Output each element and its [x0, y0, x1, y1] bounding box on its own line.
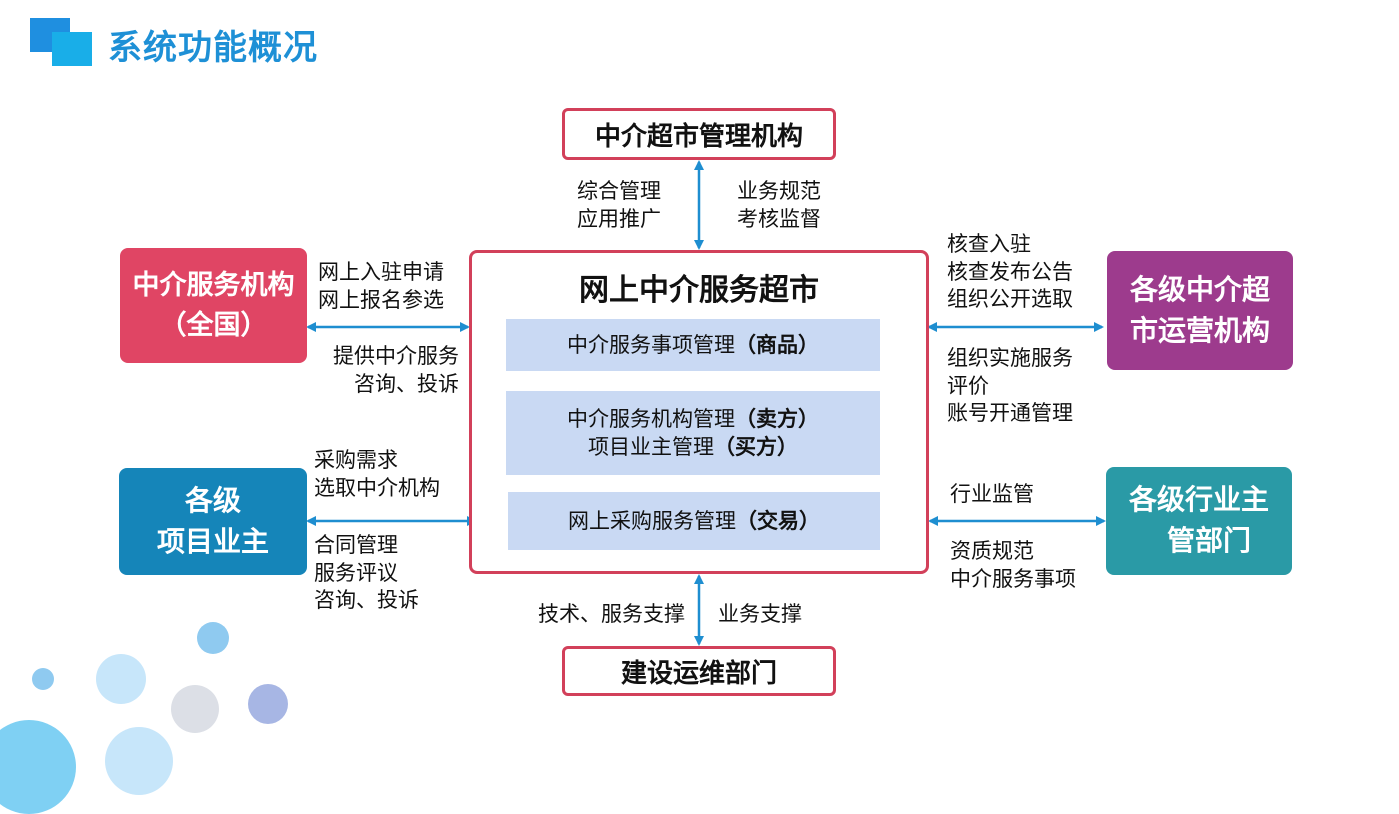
label-operator-lower: 组织实施服务 评价 账号开通管理	[947, 346, 1073, 426]
center-item-line: 项目业主管理（买方）	[588, 435, 798, 459]
top-box-management-agency: 中介超市管理机构	[562, 108, 836, 160]
right-box-industry-regulator: 各级行业主 管部门	[1106, 467, 1292, 575]
label-regulator-lower: 资质规范 中介服务事项	[950, 539, 1076, 591]
top-box-label: 中介超市管理机构	[594, 121, 803, 152]
center-item-trade: 网上采购服务管理（交易）	[508, 492, 880, 550]
center-item-line: 中介服务机构管理（卖方）	[567, 406, 819, 431]
center-title: 网上中介服务超市	[579, 273, 819, 308]
decor-circle	[248, 684, 288, 724]
label-owner-lower: 合同管理 服务评议 咨询、投诉	[314, 533, 419, 613]
center-item-seller-buyer: 中介服务机构管理（卖方） 项目业主管理（买方）	[506, 391, 880, 475]
label-bottom-left: 技术、服务支撑	[538, 602, 685, 626]
right-box-market-operator: 各级中介超 市运营机构	[1107, 251, 1293, 370]
decor-circle	[105, 727, 173, 795]
label-regulator-upper: 行业监管	[950, 482, 1034, 506]
label-owner-upper: 采购需求 选取中介机构	[314, 448, 440, 500]
bottom-box-operations-dept: 建设运维部门	[562, 646, 836, 696]
center-box-online-market: 网上中介服务超市 中介服务事项管理（商品） 中介服务机构管理（卖方） 项目业主管…	[469, 250, 929, 574]
label-top-left: 综合管理 应用推广	[577, 179, 661, 231]
label-top-right: 业务规范 考核监督	[737, 179, 821, 231]
decor-circle	[171, 685, 219, 733]
label-bottom-right: 业务支撑	[718, 602, 802, 626]
page-title: 系统功能概况	[108, 28, 318, 68]
logo-square-front	[52, 32, 92, 66]
label-operator-upper: 核查入驻 核查发布公告 组织公开选取	[947, 232, 1073, 312]
decor-circle	[0, 720, 76, 814]
label-agency-upper: 网上入驻申请 网上报名参选	[318, 260, 444, 312]
left-box-service-agency: 中介服务机构 （全国）	[120, 248, 307, 363]
bottom-box-label: 建设运维部门	[620, 658, 777, 689]
center-item-line: 中介服务事项管理（商品）	[567, 332, 819, 357]
decor-circle	[96, 654, 146, 704]
center-item-goods: 中介服务事项管理（商品）	[506, 319, 880, 371]
center-item-line: 网上采购服务管理（交易）	[568, 508, 820, 533]
decor-circle	[32, 668, 54, 690]
decor-circle	[197, 622, 229, 654]
left-box-project-owner: 各级 项目业主	[119, 468, 307, 575]
label-agency-lower: 提供中介服务 咨询、投诉	[333, 344, 459, 396]
